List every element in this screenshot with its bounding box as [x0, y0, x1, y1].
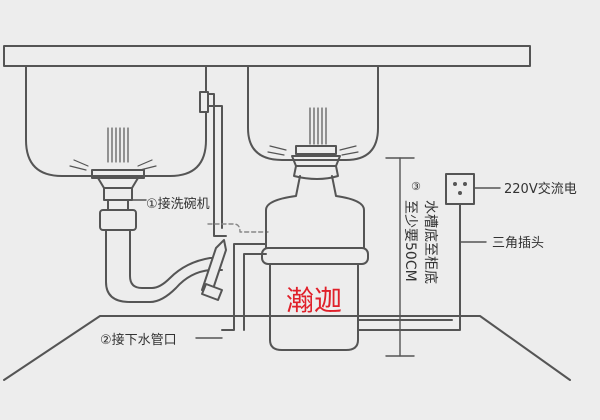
outlet-holes — [453, 182, 467, 195]
disposer-mount — [291, 145, 341, 167]
cabinet-floor — [3, 315, 571, 381]
height-number: ③ — [411, 180, 421, 193]
outlet-label: 220V交流电 — [504, 181, 577, 197]
left-sink-basin — [25, 65, 207, 177]
disposer-ring — [261, 247, 369, 265]
right-sink-basin — [247, 65, 379, 161]
power-outlet-icon — [445, 173, 475, 205]
trap-pipe — [105, 229, 223, 303]
left-drain-pipe-joint — [103, 187, 133, 201]
disposer-outlet-pipe — [221, 243, 267, 331]
left-sink-water-lines — [69, 127, 157, 171]
countertop — [3, 45, 531, 67]
brand-label: 瀚迦 — [286, 284, 342, 317]
disposer-lower-body — [269, 263, 359, 351]
plug-label: 三角插头 — [492, 236, 544, 251]
left-drain-nut — [99, 209, 137, 231]
power-cord — [357, 203, 461, 331]
dishwasher-dashed-line — [207, 223, 269, 233]
dishwasher-hose — [203, 93, 227, 237]
height-label-line1: 水槽底至柜底 — [422, 200, 438, 284]
drain-label: ②接下水管口 — [100, 332, 177, 348]
height-measurement — [385, 157, 415, 357]
dishwasher-label: ①接洗碗机 — [146, 196, 210, 212]
right-sink-water-lines — [267, 107, 359, 156]
left-drain-strainer — [91, 169, 145, 189]
height-label-line2: 至少要50CM — [402, 200, 418, 282]
